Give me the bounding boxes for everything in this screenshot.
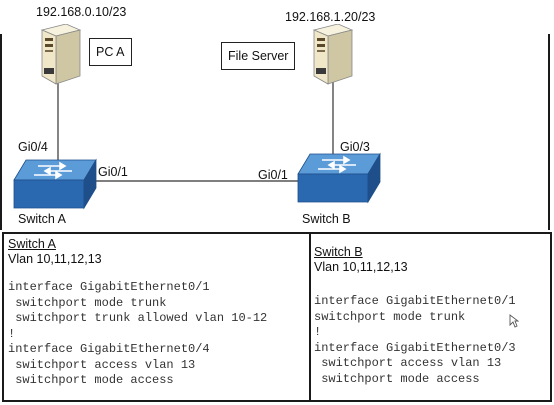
links-layer [57,82,334,182]
switch-a-vlans: Vlan 10,11,12,13 [8,252,102,266]
switch-a-icon [13,158,97,210]
switch-a-config-column: Switch A Vlan 10,11,12,13 interface Giga… [8,237,306,389]
config-table: Switch A Vlan 10,11,12,13 interface Giga… [2,232,552,402]
config-line: switchport mode trunk [8,295,167,310]
switch-b-config-lines: interface GigabitEthernet0/1 switchport … [314,294,550,387]
server-tower-icon [312,24,354,85]
switch-b-icon [297,152,381,204]
config-line: interface GigabitEthernet0/1 [314,294,516,308]
switch-a-port-gi01: Gi0/1 [98,165,128,179]
switch-b-label: Switch B [302,212,351,226]
switch-b-port-gi01: Gi0/1 [258,168,288,182]
column-divider [309,234,311,400]
switch-a-port-gi04: Gi0/4 [18,140,48,154]
switch-b-vlans: Vlan 10,11,12,13 [314,260,408,274]
config-line: interface GigabitEthernet0/1 [8,280,210,294]
config-line: switchport access vlan 13 [314,356,502,370]
frame-left-border [0,34,2,230]
config-line: interface GigabitEthernet0/4 [8,342,210,356]
pc-name-label: PC A [89,38,132,66]
switch-a-label: Switch A [18,212,66,226]
switch-b-port-gi03: Gi0/3 [340,140,370,154]
config-line: switchport mode trunk [314,309,466,324]
switch-b-config-column: Switch B Vlan 10,11,12,13 interface Giga… [314,245,550,387]
pc-ip-label: 192.168.0.10/23 [36,5,127,19]
config-line: switchport access vlan 13 [8,357,196,372]
switch-a-config-title: Switch A [8,237,56,251]
config-line: ! [8,326,16,341]
switch-b-config-title: Switch B [314,245,363,259]
network-diagram: 192.168.0.10/23 192.168.1.20/23 PC A Fil… [0,5,550,230]
config-line: switchport mode access [314,371,480,386]
mouse-cursor-icon [509,314,519,328]
config-line: interface GigabitEthernet0/3 [314,340,516,355]
server-ip-label: 192.168.1.20/23 [285,10,376,24]
frame-right-border [548,34,550,230]
desktop-pc-icon [40,24,82,85]
config-line: switchport mode access [8,373,174,387]
config-line: ! [314,325,322,339]
switch-a-config-lines: interface GigabitEthernet0/1 switchport … [8,280,306,389]
config-line: switchport trunk allowed vlan 10-12 [8,311,268,325]
server-name-label: File Server [221,42,296,70]
